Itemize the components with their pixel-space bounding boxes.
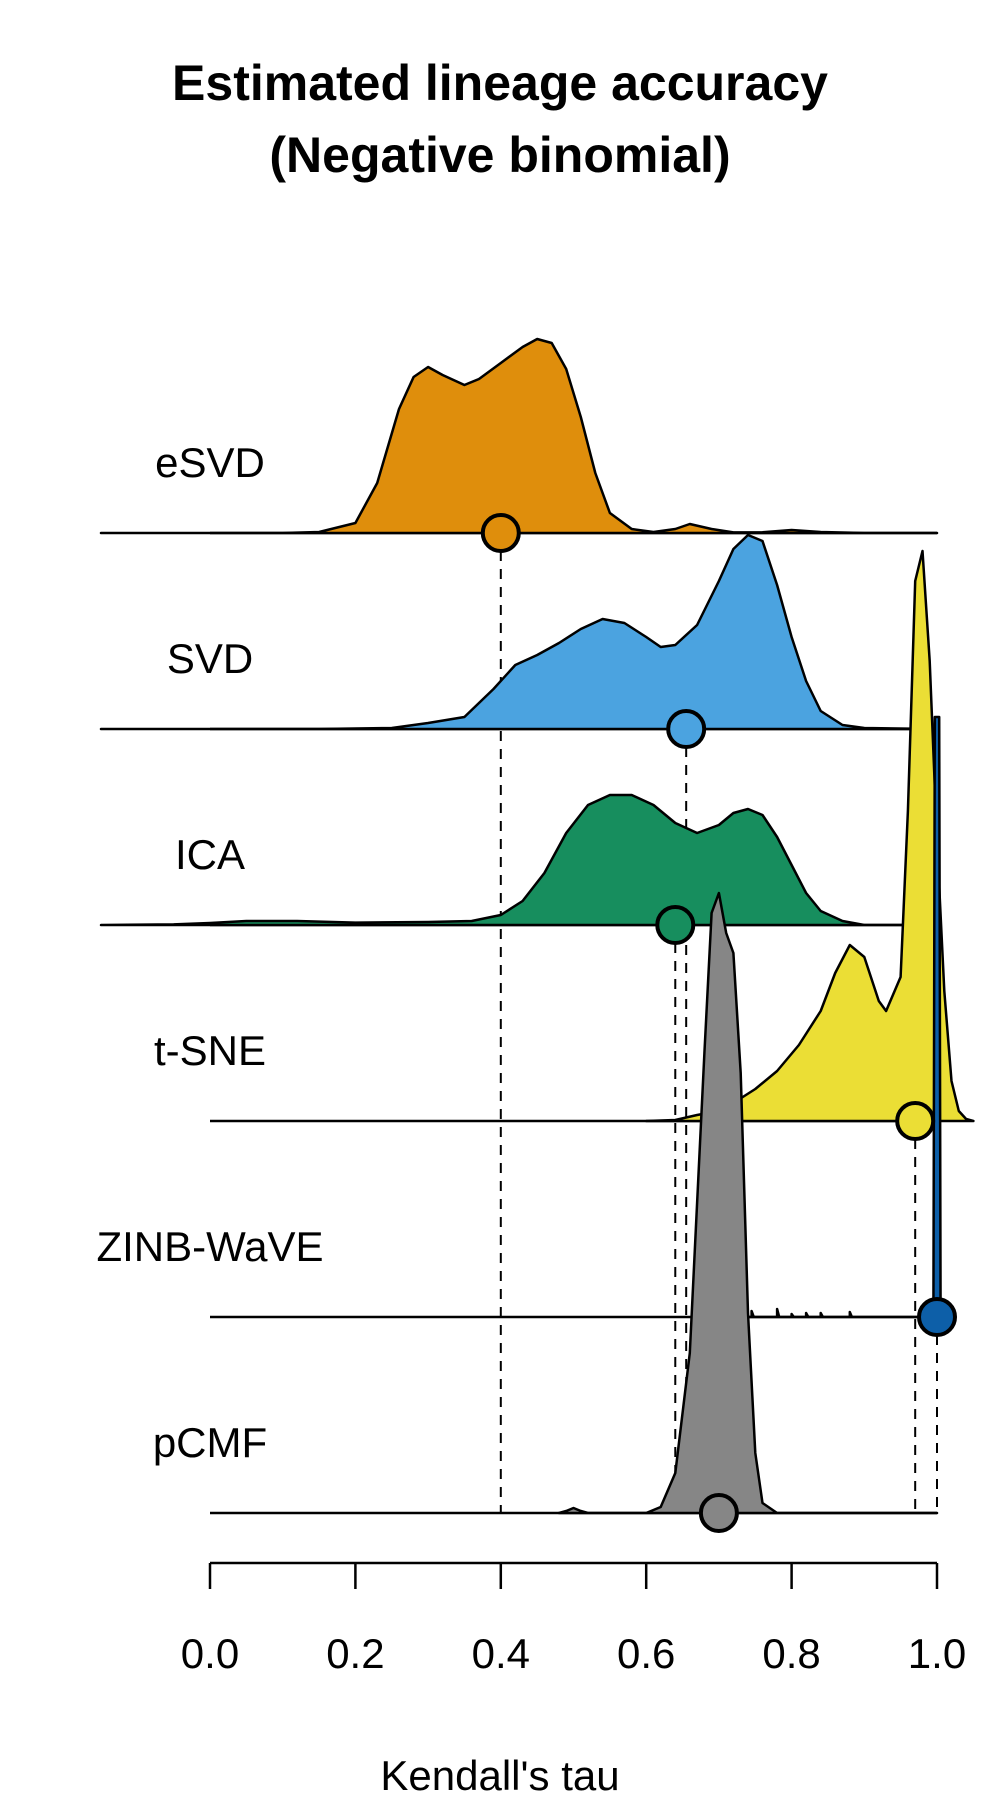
chart-title-line-2: (Negative binomial)	[269, 127, 730, 183]
density-ridges	[99, 337, 975, 1515]
density-ridge-ica	[99, 793, 939, 927]
x-axis-title: Kendall's tau	[380, 1752, 619, 1799]
median-marker-ica	[655, 905, 696, 945]
x-tick-label-3: 0.6	[617, 1630, 675, 1677]
row-label-esvd: eSVD	[155, 439, 265, 486]
x-tick-label-0: 0.0	[181, 1630, 239, 1677]
median-marker-zinb-wave	[917, 1297, 957, 1337]
median-marker-t-sne	[895, 1101, 936, 1141]
median-marker-esvd	[480, 513, 521, 553]
density-ridge-zinb-wave	[732, 715, 946, 1319]
x-tick-label-1: 0.2	[326, 1630, 384, 1677]
row-label-ica: ICA	[175, 831, 245, 878]
density-ridge-pcmf	[557, 891, 939, 1515]
median-marker-svd	[666, 709, 707, 749]
x-tick-label-4: 0.8	[762, 1630, 820, 1677]
x-axis: 0.0 0.2 0.4 0.6 0.8 1.0	[181, 1561, 966, 1677]
row-label-zinb-wave: ZINB-WaVE	[96, 1223, 323, 1270]
row-label-pcmf: pCMF	[153, 1419, 267, 1466]
row-label-svd: SVD	[167, 635, 253, 682]
x-axis-ticks: 0.0 0.2 0.4 0.6 0.8 1.0	[181, 1563, 966, 1677]
median-markers	[480, 513, 957, 1533]
density-ridge-svd	[99, 533, 939, 731]
x-tick-label-5: 1.0	[908, 1630, 966, 1677]
row-labels: eSVD SVD ICA t-SNE ZINB-WaVE pCMF	[96, 439, 323, 1466]
chart-title-line-1: Estimated lineage accuracy	[172, 55, 828, 111]
x-tick-label-2: 0.4	[472, 1630, 530, 1677]
median-marker-pcmf	[698, 1493, 739, 1533]
row-label-t-sne: t-SNE	[154, 1027, 266, 1074]
density-ridge-esvd	[99, 337, 939, 535]
